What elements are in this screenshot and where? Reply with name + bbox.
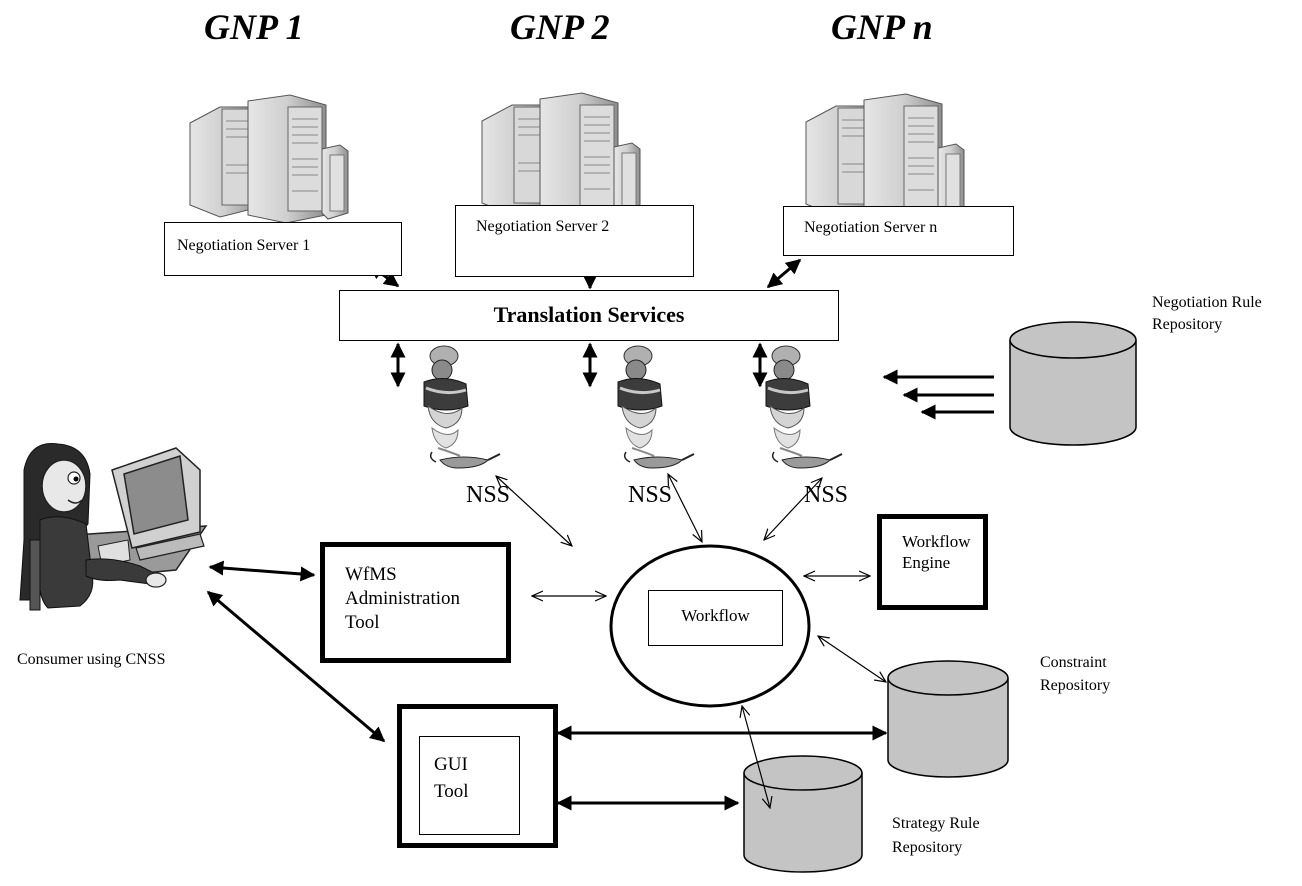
nss-label-2: NSS: [628, 482, 673, 508]
negotiation-server-n-box: Negotiation Server n: [783, 206, 1014, 256]
server-cluster-icon-n: [805, 93, 965, 223]
workflow-label: Workflow: [681, 606, 750, 625]
nss-label-3: NSS: [804, 482, 849, 508]
database-cylinder-icon-constraint: [887, 660, 1009, 778]
translation-services-label: Translation Services: [493, 302, 685, 327]
negotiation-server-1-label: Negotiation Server 1: [177, 237, 311, 254]
negotiation-server-1-box: Negotiation Server 1: [164, 222, 402, 276]
workflow-engine-box: Workflow Engine: [877, 514, 988, 610]
strategy-rule-repository-label: Strategy Rule Repository: [892, 815, 980, 856]
wfms-administration-tool-box: WfMS Administration Tool: [320, 542, 511, 663]
negotiation-server-2-box: Negotiation Server 2: [455, 205, 694, 277]
gui-tool-label: GUI Tool: [434, 754, 469, 802]
consumer-label: Consumer using CNSS: [17, 651, 166, 668]
genie-lamp-icon-3: [764, 344, 844, 470]
server-cluster-icon-2: [481, 92, 641, 222]
workflow-engine-label: Workflow Engine: [902, 532, 971, 572]
negotiation-server-n-label: Negotiation Server n: [804, 219, 938, 236]
gnp-n-heading: GNP n: [831, 7, 933, 47]
negotiation-rule-repository-label: Negotiation Rule Repository: [1152, 294, 1262, 333]
genie-lamp-icon-2: [616, 344, 696, 470]
negotiation-server-2-label: Negotiation Server 2: [476, 218, 610, 235]
constraint-repository-label: Constraint Repository: [1040, 654, 1111, 694]
consumer-at-computer-icon: [19, 443, 208, 611]
translation-services-box: Translation Services: [339, 290, 839, 341]
gnp-1-heading: GNP 1: [204, 7, 304, 47]
database-cylinder-icon-strategy: [743, 755, 863, 873]
gui-tool-outer-box: GUI Tool: [397, 704, 558, 848]
genie-lamp-icon-1: [422, 344, 502, 470]
server-cluster-icon-1: [189, 94, 349, 224]
workflow-box: Workflow: [648, 590, 783, 646]
database-cylinder-icon-negotiation: [1009, 321, 1137, 446]
wfms-administration-tool-label: WfMS Administration Tool: [345, 564, 461, 633]
nss-label-1: NSS: [466, 482, 511, 508]
gui-tool-inner-box: GUI Tool: [419, 736, 520, 835]
gnp-2-heading: GNP 2: [510, 7, 610, 47]
